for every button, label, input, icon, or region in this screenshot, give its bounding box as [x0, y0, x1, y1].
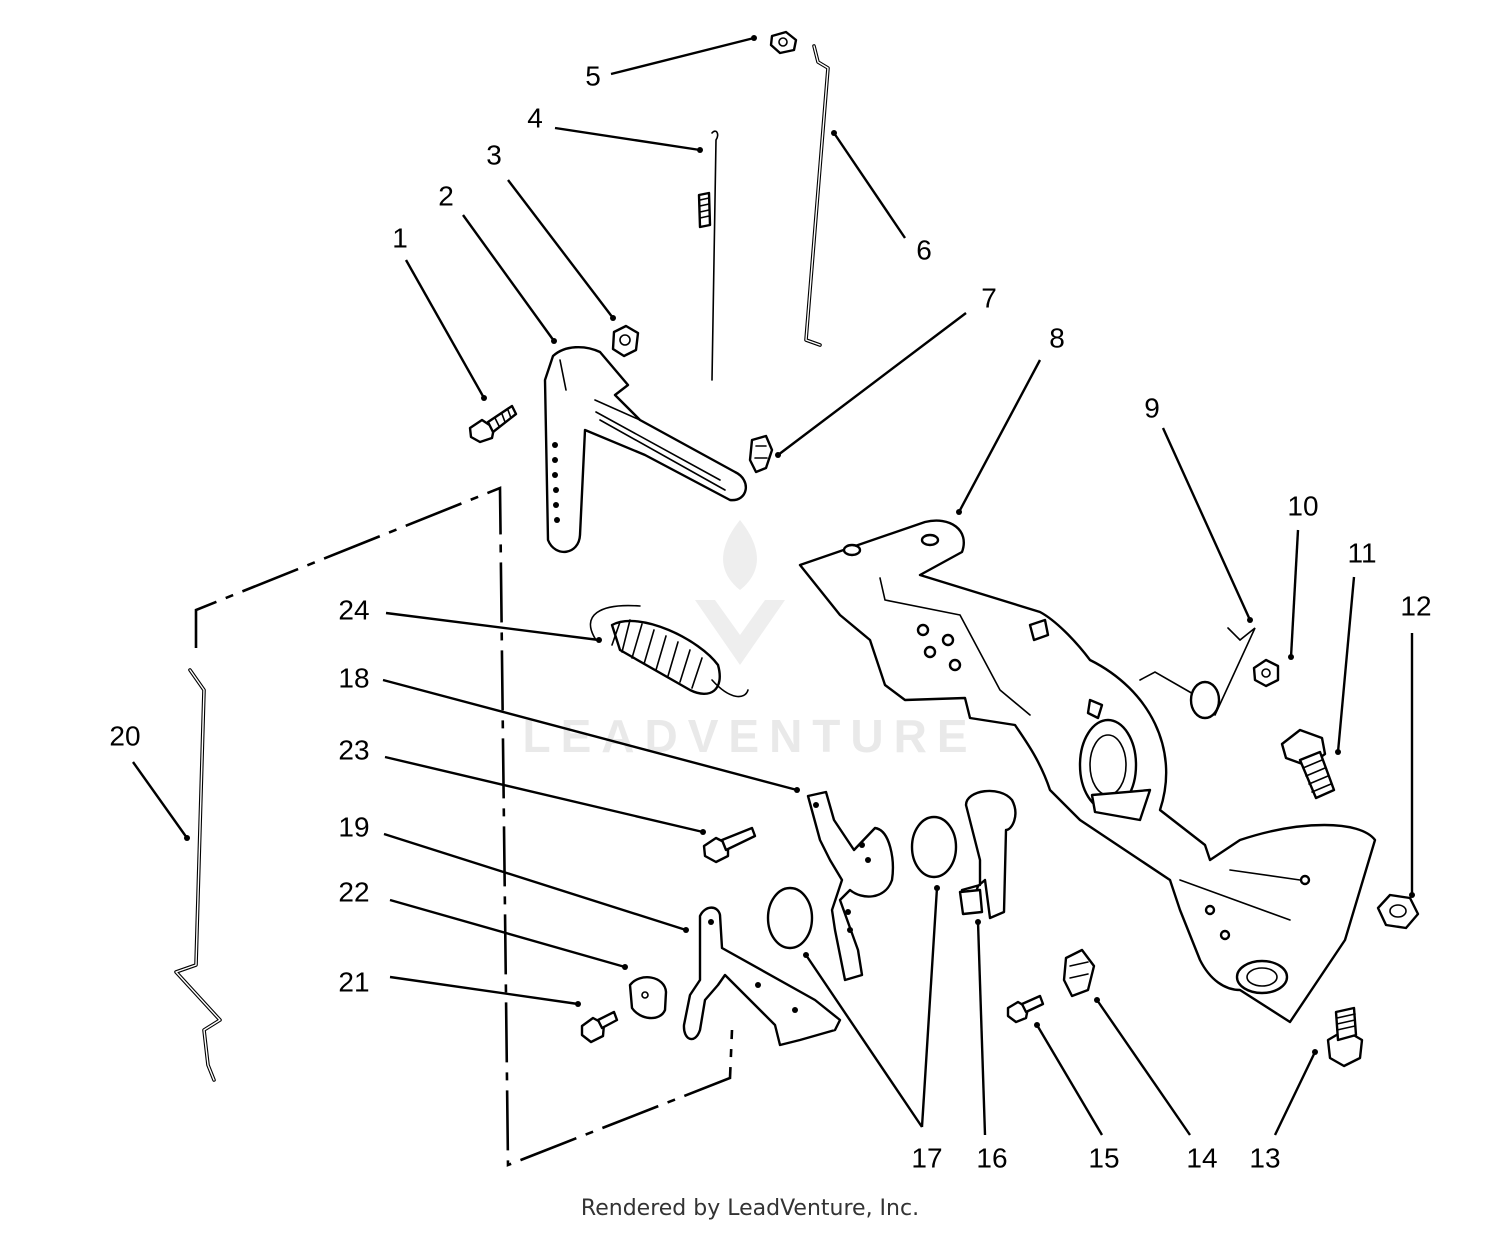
callout-7: 7	[981, 282, 997, 313]
part-14-clip	[1062, 948, 1096, 998]
callout-15: 15	[1088, 1142, 1119, 1173]
callout-6: 6	[916, 234, 932, 265]
callout-3: 3	[486, 139, 502, 170]
callout-4: 4	[527, 102, 543, 133]
part-21-screw	[580, 1010, 619, 1044]
callout-9: 9	[1144, 392, 1160, 423]
part-5-nut	[769, 30, 798, 55]
callout-1: 1	[392, 222, 408, 253]
part-2-lever-bracket	[543, 346, 747, 553]
callout-2: 2	[438, 180, 454, 211]
part-23-screw	[702, 826, 757, 864]
callout-23: 23	[338, 734, 369, 765]
part-20-throttle-rod	[174, 668, 222, 1082]
callout-8: 8	[1049, 322, 1065, 353]
callout-13: 13	[1249, 1142, 1280, 1173]
callout-labels: 1 2 3 4 5 6 7 8 9 10 11 12 13 14 15 16 1…	[109, 60, 1431, 1173]
callout-5: 5	[585, 60, 601, 91]
render-credit: Rendered by LeadVenture, Inc.	[580, 1196, 920, 1221]
callout-12: 12	[1400, 590, 1431, 621]
callout-16: 16	[976, 1142, 1007, 1173]
part-15-screw	[1006, 994, 1045, 1024]
part-1-screw	[468, 404, 518, 444]
part-6-link-rod	[804, 44, 830, 347]
part-24-spring	[589, 604, 749, 698]
callout-14: 14	[1186, 1142, 1217, 1173]
callout-10: 10	[1287, 490, 1318, 521]
part-7-clip	[748, 434, 774, 474]
part-13-bolt	[1326, 1006, 1364, 1068]
part-8-control-plate	[798, 519, 1377, 1024]
part-16-lever	[958, 789, 1017, 920]
part-17-washers	[766, 815, 958, 950]
callout-22: 22	[338, 876, 369, 907]
callout-24: 24	[338, 594, 369, 625]
part-18-bracket	[806, 790, 894, 982]
leader-lines	[132, 35, 1415, 1136]
callout-18: 18	[338, 662, 369, 693]
callout-17: 17	[911, 1142, 942, 1173]
part-3-nut	[611, 324, 640, 358]
part-19-bracket	[682, 906, 842, 1047]
assembly-dash-lines	[194, 486, 734, 1167]
callout-21: 21	[338, 966, 369, 997]
part-11-bolt	[1280, 728, 1336, 800]
part-10-nut	[1252, 658, 1280, 688]
part-22-washer	[628, 976, 668, 1020]
part-12-hex-nut	[1376, 893, 1420, 930]
callout-20: 20	[109, 720, 140, 751]
part-9-spring-clip	[1139, 627, 1256, 720]
part-4-spring-rod	[697, 130, 719, 381]
watermark-logo: LEADVENTURE	[522, 520, 968, 762]
callout-11: 11	[1347, 537, 1376, 568]
callout-19: 19	[338, 811, 369, 842]
